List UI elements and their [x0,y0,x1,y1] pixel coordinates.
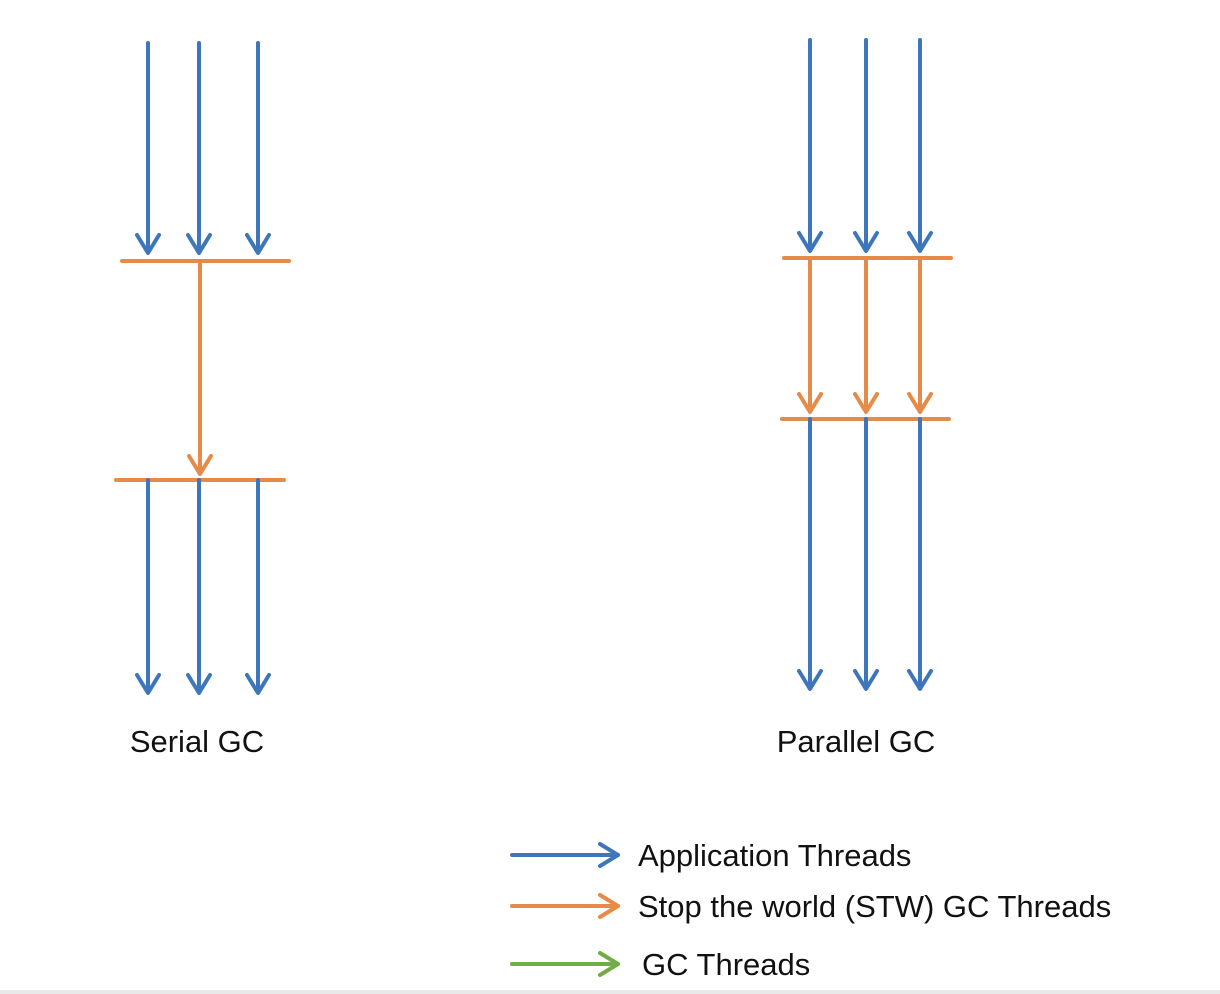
legend-gc-label: GC Threads [642,947,810,982]
legend-item-application: Application Threads [510,838,911,873]
parallel-stw-gc-thread-2 [853,256,879,414]
parallel-app-thread-2-top [853,38,879,253]
parallel-app-thread-1-bottom [797,417,823,691]
parallel-app-thread-2-bottom [853,417,879,691]
legend-gc-arrow [510,951,620,977]
serial-gc-label: Serial GC [130,724,264,759]
parallel-gc-diagram: Parallel GC [777,38,953,759]
serial-stw-gc-thread [187,259,213,476]
parallel-app-thread-1-top [797,38,823,253]
parallel-gc-label: Parallel GC [777,724,936,759]
parallel-stw-gc-thread-3 [907,256,933,414]
serial-app-thread-1-bottom [135,478,161,695]
parallel-app-thread-3-top [907,38,933,253]
serial-app-thread-2-bottom [186,478,212,695]
legend: Application Threads Stop the world (STW)… [510,838,1111,982]
parallel-stw-gc-thread-1 [797,256,823,414]
serial-app-thread-2-top [186,41,212,255]
legend-stw-arrow [510,893,620,919]
serial-app-thread-3-bottom [245,478,271,695]
legend-item-gc: GC Threads [510,947,810,982]
legend-stw-label: Stop the world (STW) GC Threads [638,889,1111,924]
legend-item-stw: Stop the world (STW) GC Threads [510,889,1111,924]
serial-app-thread-3-top [245,41,271,255]
serial-gc-diagram: Serial GC [114,41,291,759]
legend-application-label: Application Threads [638,838,911,873]
serial-app-thread-1-top [135,41,161,255]
parallel-app-thread-3-bottom [907,417,933,691]
legend-application-arrow [510,842,620,868]
bottom-border [0,990,1220,994]
